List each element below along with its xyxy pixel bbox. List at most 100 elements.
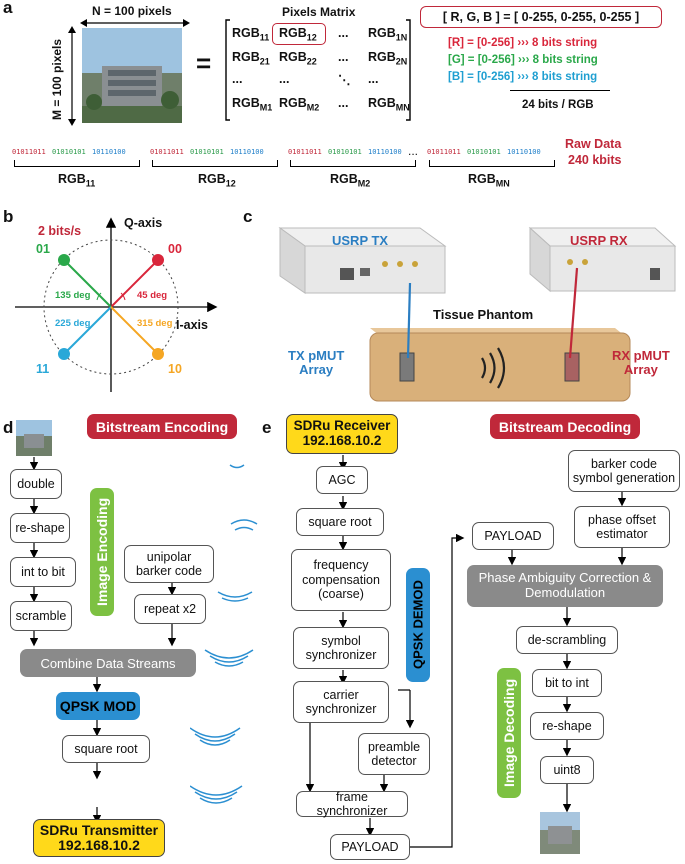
bit-string: 01011011 (12, 148, 46, 156)
panel-label-a: a (3, 0, 13, 17)
matrix-cell: ... (232, 72, 243, 86)
raw-data-label: Raw Data (565, 137, 622, 151)
bitstream-decoding-title: Bitstream Decoding (490, 414, 640, 439)
bit-string: 10110100 (507, 148, 541, 156)
r-bits-line: [R] = [0-256] ››› 8 bits string (448, 37, 598, 49)
tx-pmut-label: TX pMUT Array (288, 348, 345, 378)
panel-label-d: d (3, 418, 14, 437)
q-axis-label: Q-axis (124, 216, 163, 230)
output-image-thumbnail (540, 812, 580, 854)
matrix-cell: RGB11 (232, 26, 270, 43)
symbol-label: 10 (168, 362, 182, 376)
qpsk-constellation (15, 217, 218, 392)
matrix-highlight (272, 23, 326, 45)
bit-string: 10110100 (368, 148, 402, 156)
barker-code-box: unipolar barker code (124, 545, 214, 583)
encoding-arrows (29, 457, 177, 824)
bit-string: 01010101 (190, 148, 224, 156)
sdru-transmitter: SDRu Transmitter 192.168.10.2 (33, 819, 165, 857)
matrix-cell: RGB1N (368, 26, 408, 43)
b-bits-line: [B] = [0-256] ››› 8 bits string (448, 71, 598, 83)
wireless-signal-icons (190, 464, 258, 804)
matrix-brackets (225, 19, 411, 121)
group-label: RGBMN (468, 172, 510, 189)
decoding-arrows (507, 492, 627, 813)
bits-per-rgb: 24 bits / RGB (522, 99, 594, 111)
angle-label: 315 deg (137, 318, 173, 329)
phase-ambiguity-correction: Phase Ambiguity Correction & Demodulatio… (467, 565, 663, 607)
barker-symbol-generation: barker code symbol generation (568, 450, 680, 492)
panel-label-e: e (262, 418, 272, 437)
step-int-to-bit: int to bit (10, 557, 76, 587)
i-axis-label: I-axis (176, 318, 208, 332)
payload-decode: PAYLOAD (472, 522, 554, 550)
panel-label-c: c (243, 207, 253, 226)
symbol-label: 01 (36, 242, 50, 256)
matrix-cell: RGB22 (279, 50, 317, 67)
matrix-cell: RGB12 (279, 26, 317, 43)
group-label: RGB11 (58, 172, 96, 189)
step-reshape: re-shape (10, 513, 70, 543)
frame-synchronizer: frame synchronizer (296, 790, 408, 818)
bit-string: 10110100 (230, 148, 264, 156)
matrix-cell: ... (368, 72, 379, 86)
m-pixels-label: M = 100 pixels (50, 38, 64, 121)
square-root-rx: square root (296, 508, 384, 536)
tissue-phantom-label: Tissue Phantom (433, 307, 534, 322)
group-label: RGBM2 (330, 172, 371, 189)
rgb-formula: [ R, G, B ] = [ 0-255, 0-255, 0-255 ] (420, 6, 662, 28)
m-arrow (68, 26, 76, 126)
bit-string: 01011011 (150, 148, 184, 156)
usrp-rx-label: USRP RX (570, 233, 628, 248)
bits-ellipsis: ... (408, 144, 419, 158)
qpsk-demod-label: QPSK DEMOD (406, 568, 430, 682)
matrix-cell: ... (338, 26, 349, 40)
bit-rate-label: 2 bits/s (38, 224, 82, 238)
matrix-cell: ⋱ (338, 73, 351, 87)
symbol-label: 00 (168, 242, 182, 256)
pixels-matrix-title: Pixels Matrix (282, 5, 356, 19)
payload-rx: PAYLOAD (330, 834, 410, 860)
group-bracket (290, 160, 416, 167)
bit-string: 01010101 (52, 148, 86, 156)
sdru-receiver: SDRu Receiver 192.168.10.2 (286, 414, 398, 454)
agc-box: AGC (316, 466, 368, 494)
raw-data-size: 240 kbits (568, 153, 622, 167)
matrix-cell: RGB2N (368, 50, 408, 67)
bit-string: 01011011 (288, 148, 322, 156)
uint8-box: uint8 (540, 756, 594, 784)
input-image-thumbnail (16, 420, 52, 456)
group-label: RGB12 (198, 172, 236, 189)
hardware-setup (278, 226, 677, 402)
frequency-compensation: frequency compensation (coarse) (291, 549, 391, 611)
angle-label: 225 deg (55, 318, 91, 329)
g-bits-line: [G] = [0-256] ››› 8 bits string (448, 54, 598, 66)
de-scrambling: de-scrambling (516, 626, 618, 654)
n-pixels-label: N = 100 pixels (92, 4, 172, 18)
angle-label: 135 deg (55, 290, 91, 301)
preamble-detector: preamble detector (358, 733, 430, 775)
equals-sign: = (196, 48, 212, 78)
matrix-cell: ... (338, 96, 349, 110)
n-arrow (80, 19, 190, 27)
rx-pmut-label: RX pMUT Array (612, 348, 670, 378)
group-bracket (152, 160, 278, 167)
angle-label: 45 deg (137, 290, 168, 301)
receiver-arrows (305, 455, 465, 848)
matrix-cell: RGB21 (232, 50, 270, 67)
bitstream-encoding-title: Bitstream Encoding (87, 414, 237, 439)
bit-string: 01010101 (328, 148, 362, 156)
combine-data-streams: Combine Data Streams (20, 649, 196, 677)
square-root-tx: square root (62, 735, 150, 763)
repeat-x2-box: repeat x2 (134, 594, 206, 624)
bit-to-int: bit to int (532, 669, 602, 697)
bit-string: 01011011 (427, 148, 461, 156)
step-scramble: scramble (10, 601, 72, 631)
matrix-cell: RGBM2 (279, 96, 320, 113)
bit-string: 01010101 (467, 148, 501, 156)
phase-offset-estimator: phase offset estimator (574, 506, 670, 548)
bit-string: 10110100 (92, 148, 126, 156)
reshape-decode: re-shape (530, 712, 604, 740)
matrix-cell: ... (338, 50, 349, 64)
symbol-label: 11 (36, 362, 50, 376)
